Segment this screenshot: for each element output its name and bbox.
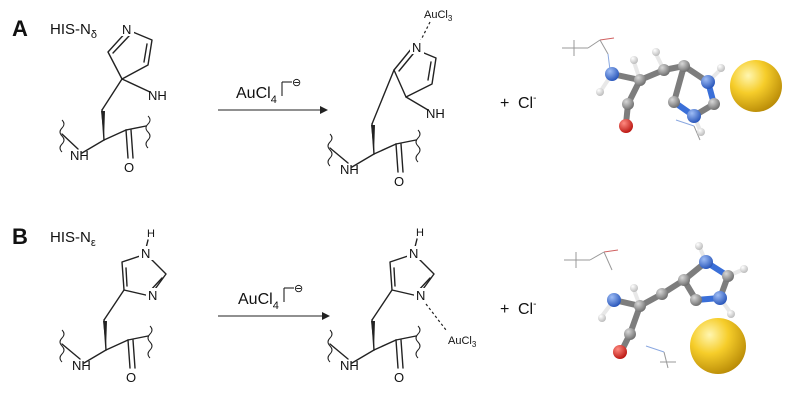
atom-nh-ring: NH xyxy=(148,88,167,103)
wavy-bond-right-product xyxy=(415,129,421,163)
atom-o: O xyxy=(124,160,134,175)
atom-nh-backbone-b: NH xyxy=(72,358,91,373)
reagent-a-charge: ⊖ xyxy=(292,77,301,89)
wavy-bond-right-b xyxy=(147,325,153,359)
chloride-ion-b: Cl- xyxy=(518,299,536,318)
product-b-structure: H N N AuCl3 NH O xyxy=(327,227,477,385)
reactant-b-structure: H N N NH O xyxy=(59,228,167,385)
reagent-b: AuCl4 xyxy=(238,291,279,312)
gold-atom-b xyxy=(690,318,746,374)
byproduct-b: + Cl- xyxy=(500,299,536,318)
atom-n-ring-b: N xyxy=(148,288,157,303)
atom-nh-backbone-b-product: NH xyxy=(340,358,359,373)
panel-b: B HIS-Nε H N N NH O xyxy=(12,224,748,385)
gold-atom-a xyxy=(730,60,782,112)
atom-nh-backbone-product: NH xyxy=(340,162,359,177)
imidazole-ring-product xyxy=(393,47,437,98)
panel-b-title: HIS-Nε xyxy=(50,229,96,249)
molecular-model-b xyxy=(564,242,748,374)
atom-h-top-product: H xyxy=(416,227,424,239)
wavy-bond-right-b-product xyxy=(415,325,421,359)
wavy-bond-right xyxy=(145,115,151,149)
wavy-bond-left-b xyxy=(59,329,65,363)
ligand-aucl3: AuCl3 xyxy=(424,9,453,23)
atom-o-b: O xyxy=(126,370,136,385)
plus-sign-a: + xyxy=(500,95,509,112)
panel-a-title: HIS-Nδ xyxy=(50,21,97,41)
wavy-bond-left-product xyxy=(327,133,333,167)
atom-nh-backbone: NH xyxy=(70,148,89,163)
atom-nh-ring-product: NH xyxy=(426,106,445,121)
atom-n-top-b: N xyxy=(141,246,150,261)
atom-n-coordinated: N xyxy=(412,40,421,55)
reagent-a: AuCl4 xyxy=(236,85,277,106)
panel-a-letter: A xyxy=(12,16,28,41)
reagent-b-charge: ⊖ xyxy=(294,283,303,295)
atom-o-b-product: O xyxy=(394,370,404,385)
atom-n-top: N xyxy=(122,22,131,37)
byproduct-a: + Cl- xyxy=(500,93,536,112)
product-a-structure: AuCl3 N NH NH O xyxy=(327,9,453,189)
panel-a: A HIS-Nδ N NH NH O xyxy=(12,9,782,189)
panel-b-letter: B xyxy=(12,224,28,249)
atom-h-top: H xyxy=(147,228,155,240)
wavy-bond-left xyxy=(59,119,65,153)
plus-sign-b: + xyxy=(500,301,509,318)
reaction-arrow-b: AuCl4 ⊖ xyxy=(218,283,330,320)
ligand-aucl3-b: AuCl3 xyxy=(448,335,477,349)
wavy-bond-left-b-product xyxy=(327,329,333,363)
chloride-ion-a: Cl- xyxy=(518,93,536,112)
atom-n-top-b-product: N xyxy=(409,246,418,261)
atom-o-product: O xyxy=(394,174,404,189)
atom-n-coordinated-b: N xyxy=(416,288,425,303)
reaction-arrow-a: AuCl4 ⊖ xyxy=(218,77,328,114)
reactant-a-structure: N NH NH O xyxy=(59,22,168,175)
molecular-model-a xyxy=(562,37,782,141)
